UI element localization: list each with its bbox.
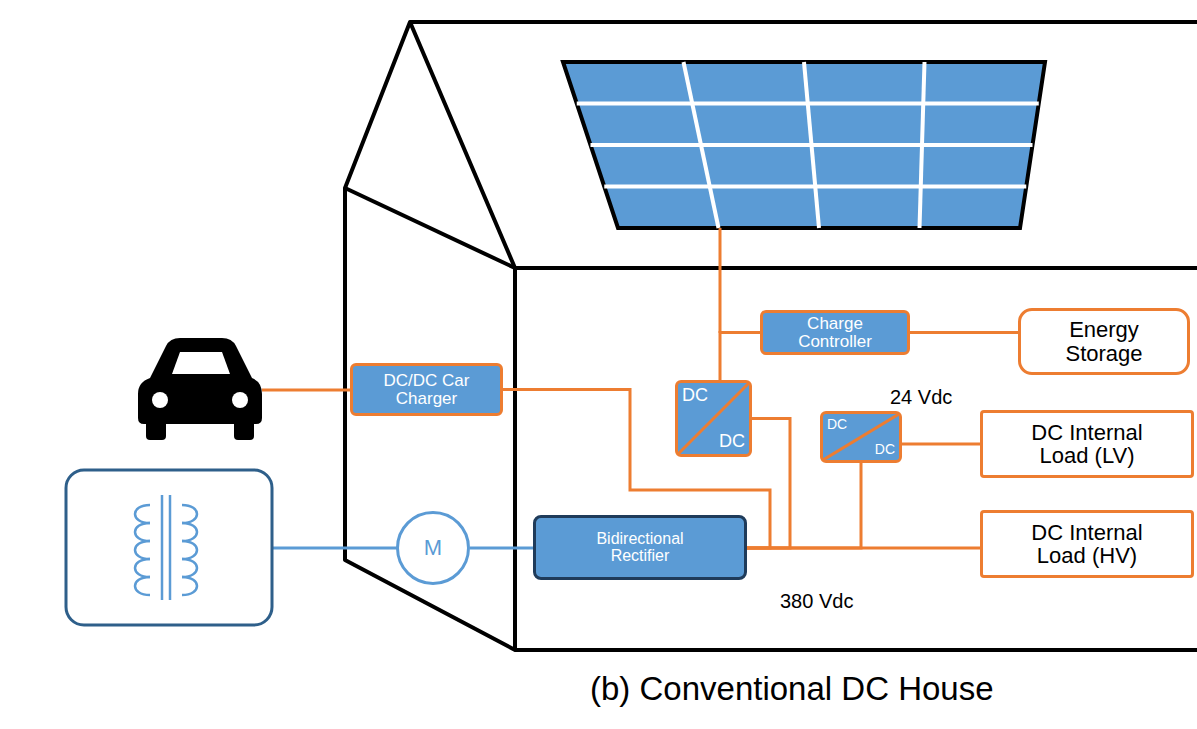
house-gable-left	[345, 188, 515, 268]
node-label: M	[424, 536, 442, 559]
converter-label: DC	[875, 442, 895, 457]
voltage-label: 380 Vdc	[780, 590, 853, 613]
wire-connector	[902, 443, 980, 446]
node-label: Energy Storage	[1064, 318, 1144, 364]
converter-label: DC	[827, 417, 847, 432]
converter-box: DC DC	[820, 411, 902, 463]
car-icon	[138, 338, 262, 440]
wire-connector	[720, 333, 760, 381]
house-outline	[345, 22, 1197, 650]
load-box: DC Internal Load (LV)	[980, 410, 1194, 478]
converter-label: DC	[682, 386, 708, 405]
wire-connector	[747, 463, 861, 548]
node-label: DC Internal Load (LV)	[1030, 421, 1144, 467]
car-charger-box: DC/DC Car Charger	[350, 363, 503, 416]
node-label: Bidirectional Rectifier	[595, 531, 685, 565]
charge-controller-box: Charge Controller	[760, 310, 910, 355]
car-wire	[262, 389, 351, 392]
wire-connector	[470, 547, 533, 550]
solar-panel	[563, 62, 1045, 228]
grid-wire	[272, 547, 397, 550]
load-box: DC Internal Load (HV)	[980, 510, 1194, 578]
rectifier-box: Bidirectional Rectifier	[533, 515, 747, 580]
figure-caption: (b) Conventional DC House	[590, 670, 994, 708]
wire-connector	[910, 331, 1018, 334]
node-label: DC/DC Car Charger	[383, 372, 471, 408]
converter-box: DC DC	[675, 380, 752, 457]
house-gable	[410, 22, 1197, 268]
transformer-symbol	[66, 470, 272, 625]
meter-circle: M	[396, 511, 470, 585]
panel-wire	[719, 228, 722, 333]
house-corner	[513, 268, 517, 650]
node-label: DC Internal Load (HV)	[1030, 521, 1144, 567]
converter-label: DC	[719, 432, 745, 451]
voltage-label: 24 Vdc	[890, 386, 952, 409]
node-label: Charge Controller	[797, 315, 873, 351]
storage-box: Energy Storage	[1018, 308, 1190, 375]
